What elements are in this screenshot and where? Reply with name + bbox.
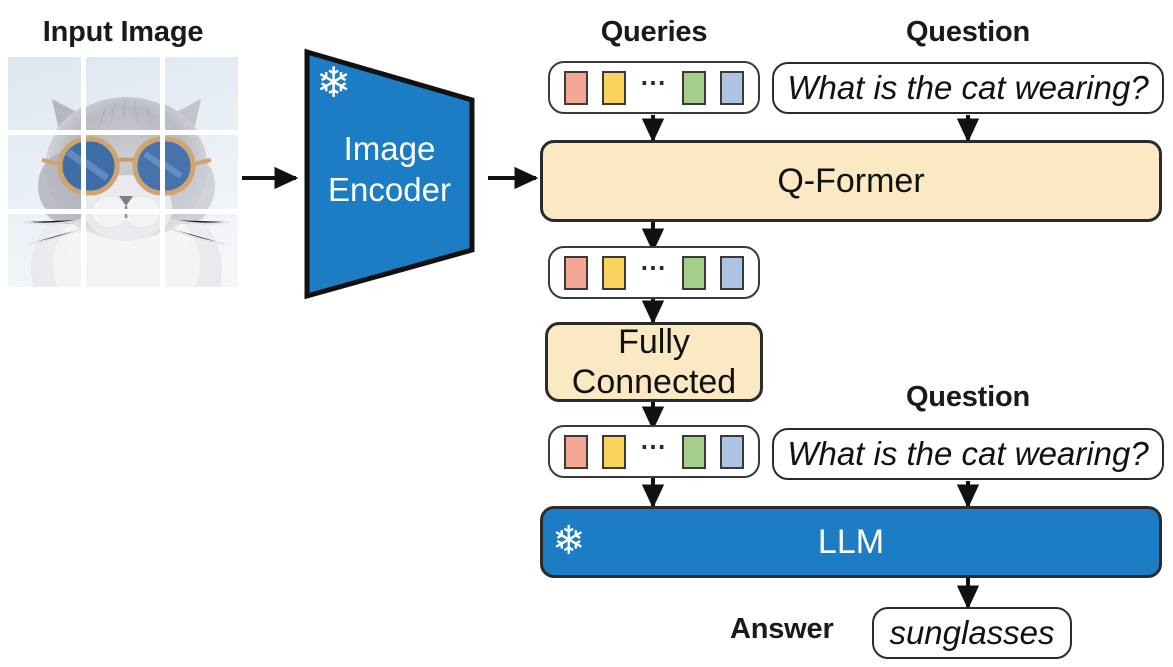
query-token-2 <box>602 70 626 105</box>
qformer-output-token-row[interactable]: ⋯ <box>548 246 760 299</box>
output-token-ellipsis: ⋯ <box>640 251 668 282</box>
cat-photo-tile <box>86 135 160 209</box>
question-top-heading: Question <box>905 16 1031 48</box>
fully-connected-block[interactable]: Fully Connected <box>545 322 763 402</box>
cat-photo-tile <box>8 57 82 131</box>
snowflake-icon: ❄ <box>552 519 586 563</box>
queries-heading: Queries <box>600 16 708 48</box>
image-patch <box>86 57 160 131</box>
output-token-4 <box>720 255 744 290</box>
query-token-4 <box>720 70 744 105</box>
fc-token-1 <box>564 434 588 469</box>
output-token-3 <box>682 255 706 290</box>
answer-heading: Answer <box>730 613 834 645</box>
image-patch <box>164 135 238 209</box>
image-encoder-block[interactable] <box>300 45 485 303</box>
fc-token-3 <box>682 434 706 469</box>
question-top-textbox[interactable]: What is the cat wearing? <box>772 62 1164 114</box>
cat-photo-tile <box>8 213 82 287</box>
cat-photo-tile <box>8 135 82 209</box>
image-patch <box>8 57 82 131</box>
image-patch <box>164 213 238 287</box>
fc-token-2 <box>602 434 626 469</box>
fully-connected-label: Fully Connected <box>571 323 737 401</box>
input-image-patch-grid <box>8 57 238 287</box>
fc-output-token-row[interactable]: ⋯ <box>548 425 760 478</box>
image-patch <box>164 57 238 131</box>
fc-token-4 <box>720 434 744 469</box>
query-token-1 <box>564 70 588 105</box>
image-encoder-label: Image Encoder <box>328 130 451 208</box>
qformer-label: Q-Former <box>777 162 925 200</box>
output-token-2 <box>602 255 626 290</box>
answer-textbox[interactable]: sunglasses <box>872 607 1072 659</box>
question-bottom-textbox[interactable]: What is the cat wearing? <box>772 428 1164 480</box>
snowflake-icon: ❄ <box>316 59 352 106</box>
llm-block[interactable]: LLM <box>540 506 1162 578</box>
question-bottom-heading: Question <box>905 381 1031 413</box>
cat-photo-tile <box>164 213 238 287</box>
query-token-ellipsis: ⋯ <box>640 66 668 97</box>
fc-token-ellipsis: ⋯ <box>640 430 668 461</box>
output-token-1 <box>564 255 588 290</box>
cat-photo-tile <box>86 213 160 287</box>
image-patch <box>8 213 82 287</box>
queries-token-row[interactable]: ⋯ <box>548 61 760 114</box>
input-image-heading: Input Image <box>42 16 204 48</box>
image-patch <box>86 135 160 209</box>
query-token-3 <box>682 70 706 105</box>
cat-photo-tile <box>164 57 238 131</box>
cat-photo-tile <box>86 57 160 131</box>
qformer-block[interactable]: Q-Former <box>540 140 1162 222</box>
image-patch <box>8 135 82 209</box>
image-patch <box>86 213 160 287</box>
llm-label: LLM <box>817 523 885 561</box>
cat-photo-tile <box>164 135 238 209</box>
